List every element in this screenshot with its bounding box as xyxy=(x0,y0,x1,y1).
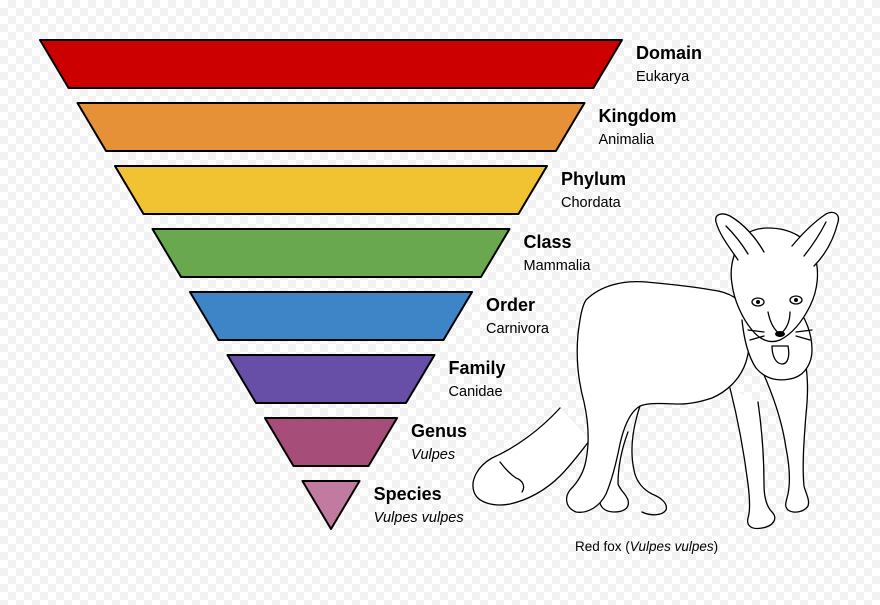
red-fox-illustration xyxy=(472,211,840,530)
taxonomy-pyramid xyxy=(39,39,623,530)
rank-label-phylum: Phylum xyxy=(561,169,626,189)
taxon-label-kingdom: Animalia xyxy=(599,132,656,148)
pyramid-band-family xyxy=(226,354,436,404)
taxon-label-order: Carnivora xyxy=(486,321,550,337)
pyramid-band-domain xyxy=(39,39,623,89)
rank-label-order: Order xyxy=(486,295,535,315)
taxon-label-class: Mammalia xyxy=(524,258,592,274)
pyramid-band-class xyxy=(151,228,511,278)
pyramid-band-order xyxy=(188,291,474,341)
rank-label-domain: Domain xyxy=(636,43,702,63)
pyramid-band-kingdom xyxy=(76,102,586,152)
pyramid-band-species xyxy=(301,480,361,530)
rank-label-genus: Genus xyxy=(411,421,467,441)
rank-label-class: Class xyxy=(524,232,572,252)
taxon-label-genus: Vulpes xyxy=(411,447,455,463)
pyramid-band-genus xyxy=(263,417,399,467)
taxon-label-family: Canidae xyxy=(449,384,503,400)
rank-labels: DomainEukaryaKingdomAnimaliaPhylumChorda… xyxy=(374,43,702,526)
pyramid-band-phylum xyxy=(113,165,549,215)
taxon-label-phylum: Chordata xyxy=(561,195,622,211)
rank-label-species: Species xyxy=(374,484,442,504)
rank-label-family: Family xyxy=(449,358,506,378)
fox-caption: Red fox (Vulpes vulpes) xyxy=(575,539,718,554)
taxon-label-species: Vulpes vulpes xyxy=(374,510,464,526)
fox-caption-species: Vulpes vulpes xyxy=(630,539,714,554)
taxon-label-domain: Eukarya xyxy=(636,69,690,85)
fox-caption-prefix: Red fox ( xyxy=(575,539,630,554)
rank-label-kingdom: Kingdom xyxy=(599,106,677,126)
fox-caption-suffix: ) xyxy=(714,539,719,554)
